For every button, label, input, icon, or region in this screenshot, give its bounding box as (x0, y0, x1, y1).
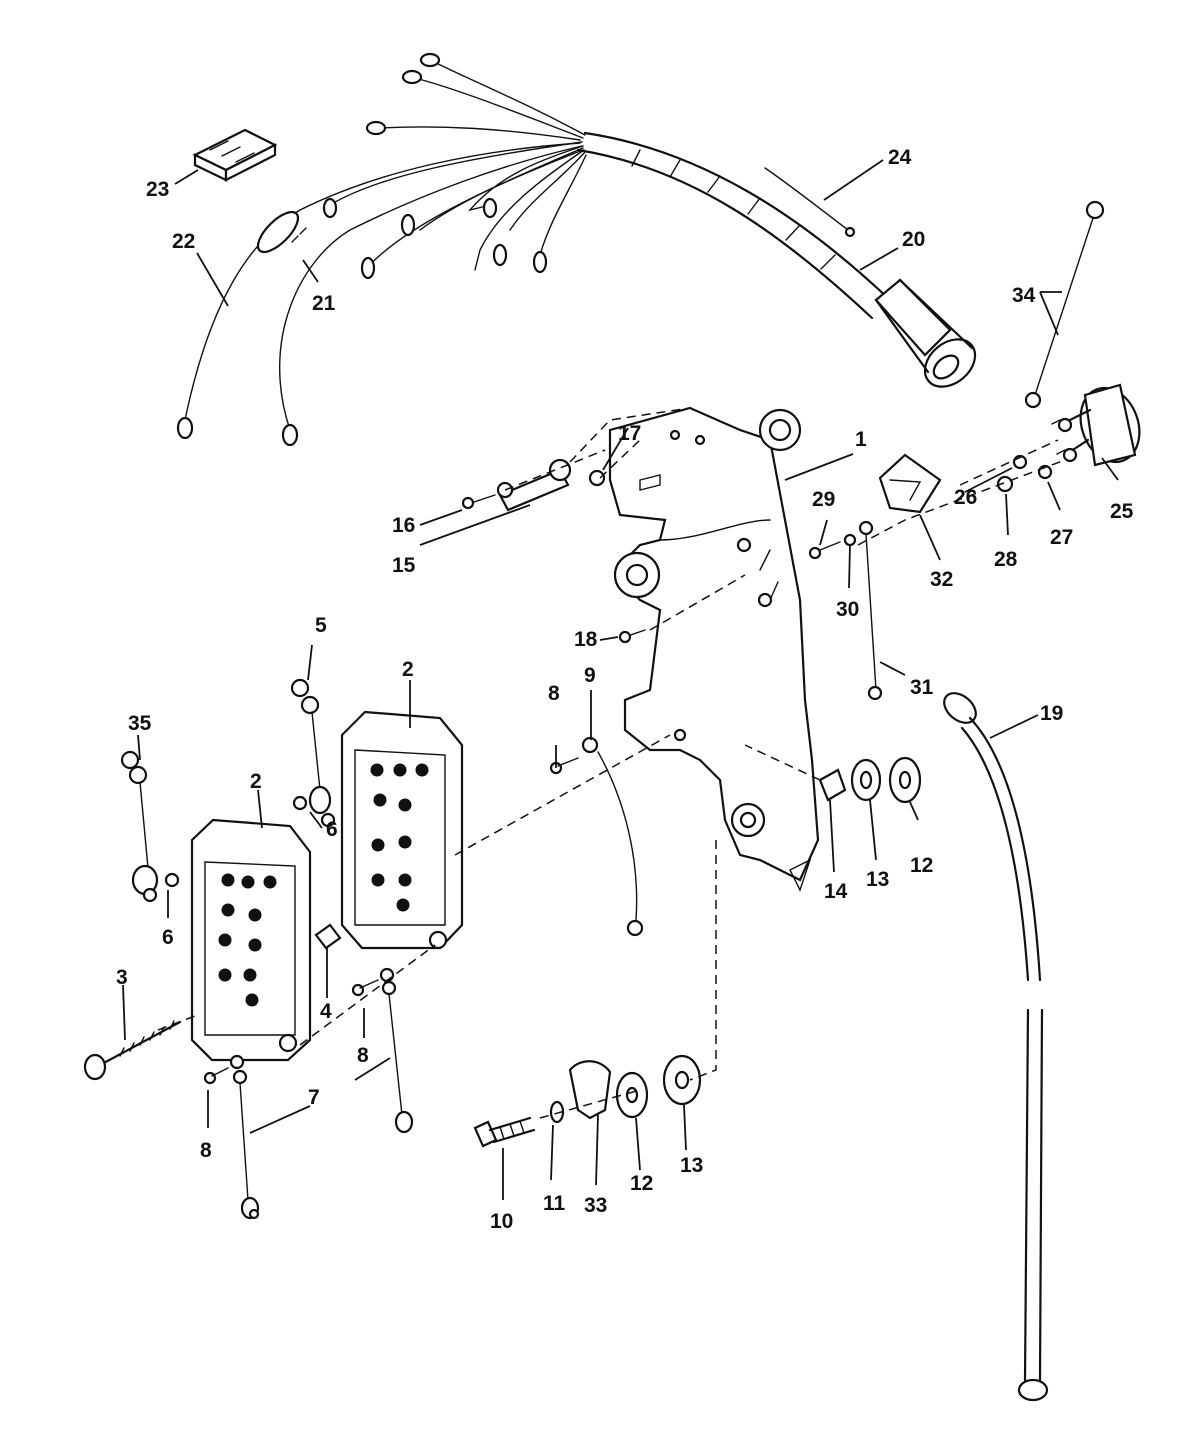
callout-19: 19 (1040, 702, 1063, 725)
callout-34: 34 (1012, 284, 1036, 307)
bolt-10 (473, 1116, 536, 1148)
callout-13-bottom: 13 (680, 1154, 703, 1177)
callout-8-center: 8 (548, 682, 560, 705)
callout-4: 4 (320, 1000, 332, 1023)
callout-18: 18 (574, 628, 598, 651)
callout-29: 29 (812, 488, 835, 511)
nut-6-front (164, 872, 180, 888)
screw-8-mid (351, 983, 365, 997)
callout-22: 22 (172, 230, 195, 253)
ground-lead-31 (808, 520, 883, 701)
callout-12-bottom: 12 (630, 1172, 653, 1195)
callout-28: 28 (994, 548, 1018, 571)
switch-box-rear (340, 710, 464, 950)
callout-25: 25 (1110, 500, 1134, 523)
callout-32: 32 (930, 568, 953, 591)
starter-solenoid (1051, 383, 1141, 467)
wire-harness (176, 52, 977, 447)
cable-clamp-15 (496, 458, 572, 512)
spacer-14 (818, 768, 847, 802)
assembly-lines (157, 407, 1066, 1119)
callout-6-front: 6 (162, 926, 174, 949)
callout-5: 5 (315, 614, 327, 637)
callout-1: 1 (855, 428, 867, 451)
callout-26: 26 (954, 486, 977, 509)
lead-34 (1024, 200, 1105, 409)
callout-33: 33 (584, 1194, 607, 1217)
callout-23: 23 (146, 178, 169, 201)
callout-20: 20 (902, 228, 925, 251)
callout-2-rear: 2 (402, 658, 414, 681)
callout-8-mid: 8 (357, 1044, 369, 1067)
callout-8-left: 8 (200, 1139, 212, 1162)
callout-24: 24 (888, 146, 912, 169)
callout-30: 30 (836, 598, 859, 621)
lead-5 (290, 678, 336, 828)
callout-31: 31 (910, 676, 934, 699)
callout-2-front: 2 (250, 770, 262, 793)
callout-13-right: 13 (866, 868, 889, 891)
clamp-33 (568, 1060, 612, 1120)
callout-16: 16 (392, 514, 415, 537)
callout-6-rear: 6 (326, 818, 338, 841)
spacer-4 (314, 923, 342, 950)
nut-6-rear (292, 795, 308, 811)
callout-35: 35 (128, 712, 152, 735)
mounting-bracket (608, 406, 820, 892)
lead-35 (120, 750, 159, 903)
callout-10: 10 (490, 1210, 513, 1233)
long-screw-3 (83, 1020, 182, 1081)
callout-11: 11 (543, 1192, 566, 1215)
solenoid-bracket (878, 453, 942, 514)
nut-17 (588, 469, 606, 487)
switch-box-front (190, 818, 312, 1062)
lead-9 (581, 736, 599, 754)
nut-28 (996, 475, 1014, 493)
callout-15: 15 (392, 554, 416, 577)
callout-12-right: 12 (910, 854, 933, 877)
lead-7-left (229, 1054, 245, 1070)
callout-17: 17 (618, 422, 641, 445)
terminal-block (192, 128, 278, 182)
callout-3: 3 (116, 966, 128, 989)
callout-numbers: 1 2 2 3 4 5 6 6 7 8 8 8 9 10 11 12 12 13… (116, 146, 1134, 1233)
callout-9: 9 (584, 664, 596, 687)
leader-lines (122, 159, 1119, 1200)
callout-27: 27 (1050, 526, 1073, 549)
callout-21: 21 (312, 292, 336, 315)
lead-7-right (379, 967, 395, 983)
battery-cable (943, 692, 1049, 1402)
callout-7: 7 (308, 1086, 320, 1109)
callout-14: 14 (824, 880, 848, 903)
